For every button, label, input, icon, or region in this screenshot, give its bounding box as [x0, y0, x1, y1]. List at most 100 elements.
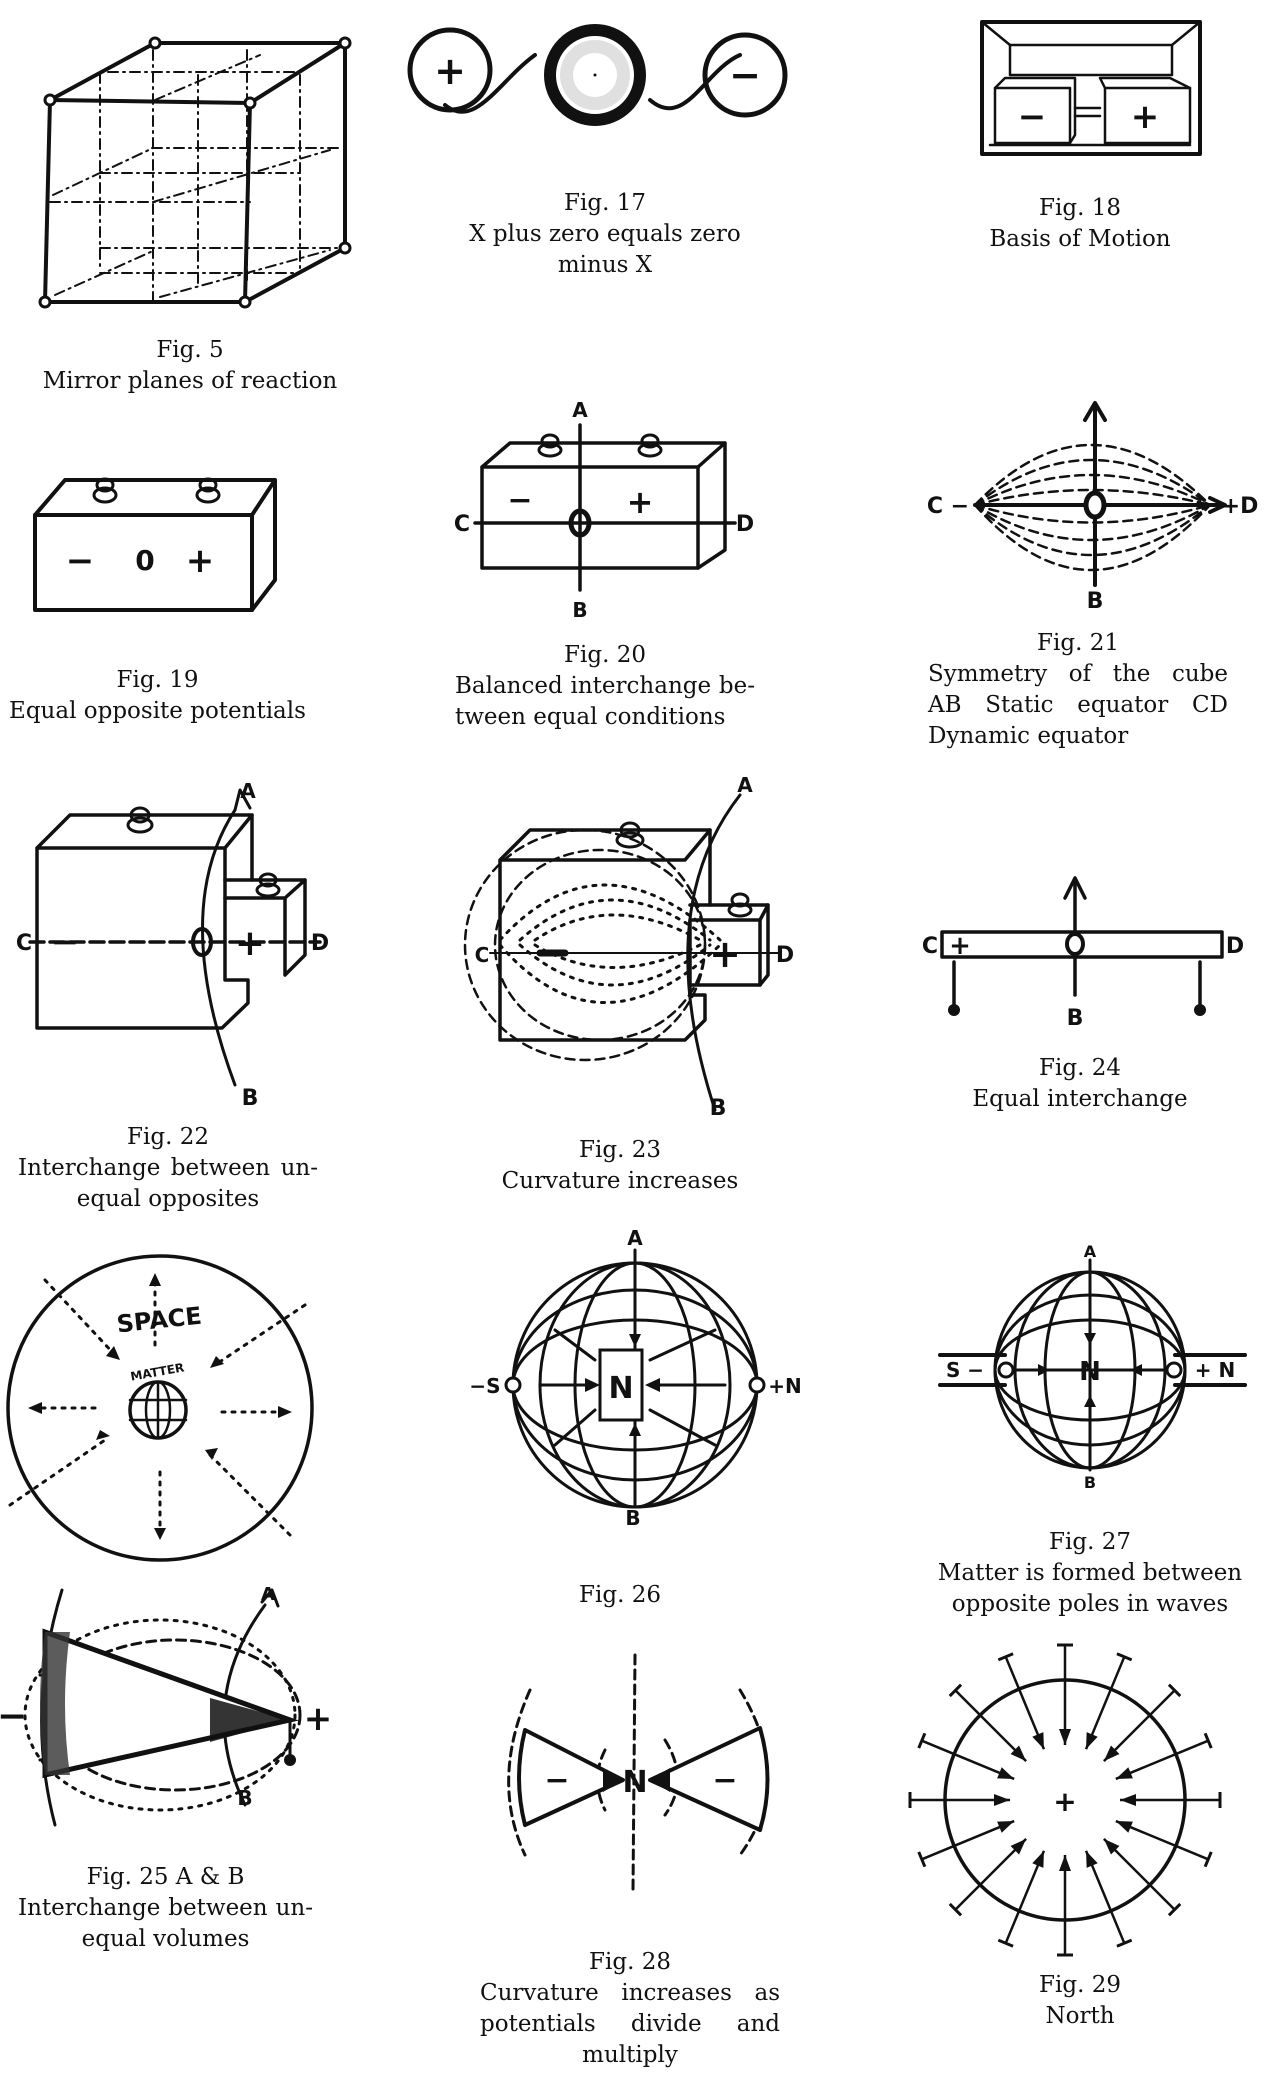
- magnetic-sphere-diagram: N A B −S +N: [469, 1226, 802, 1530]
- figure-20: A B C D − +: [440, 395, 770, 625]
- inward-arrow: [954, 1838, 1027, 1911]
- minus-sign: −: [507, 483, 532, 518]
- arrow-head: [1103, 1745, 1120, 1762]
- basis-of-motion-diagram: − +: [980, 20, 1202, 156]
- axis-label-b: B: [242, 1086, 259, 1111]
- axis-label-a: A: [261, 1584, 275, 1605]
- axis-label-a: A: [627, 1226, 643, 1250]
- north-pole-label: N: [608, 1371, 633, 1406]
- inward-arrow: [1115, 1819, 1209, 1861]
- arrow-tail-bar: [948, 1683, 963, 1698]
- caption-line: AB Static equator CD: [928, 692, 1228, 718]
- axis-label-b: B: [572, 598, 587, 622]
- caption-line: Curvature increases as: [480, 1980, 780, 2006]
- figure-28: N − −: [495, 1650, 785, 1900]
- caption-line: Balanced interchange be-: [455, 673, 755, 699]
- axis-label-d: D: [1226, 934, 1244, 959]
- axis-label-b: B: [1084, 1473, 1096, 1492]
- plus-sign: +: [949, 931, 971, 961]
- axis-label-c: C: [922, 934, 938, 959]
- plus-sign: +: [304, 1699, 333, 1739]
- axis-label-b: B: [1087, 589, 1104, 614]
- figure-number: Fig. 28: [589, 1949, 671, 1975]
- figure-number: Fig. 5: [156, 337, 224, 363]
- unequal-volumes-cone-diagram: A B − +: [0, 1584, 333, 1827]
- caption-line: multiply: [582, 2042, 678, 2068]
- axis-label-a: A: [572, 398, 588, 422]
- axis-label-b: B: [237, 1786, 252, 1810]
- caption-line: Basis of Motion: [989, 226, 1171, 252]
- north-pole-label: N: [622, 1765, 647, 1800]
- matter-formed-sphere-diagram: N A B S − + N: [938, 1242, 1247, 1492]
- caption-line: Mirror planes of reaction: [42, 368, 338, 394]
- figure-number: Fig. 19: [116, 667, 199, 693]
- inward-arrow: [1004, 1656, 1046, 1750]
- south-label: −S: [469, 1374, 500, 1398]
- arrow-head: [1032, 1732, 1044, 1750]
- arrow-tail-bar: [1203, 1732, 1213, 1749]
- caption-line: Curvature increases: [501, 1168, 739, 1194]
- arrow-head: [997, 1767, 1015, 1779]
- arrow-head: [1115, 1821, 1133, 1833]
- symmetry-of-cube-diagram: B C − +D: [927, 401, 1258, 614]
- balanced-interchange-battery: A B C D − +: [454, 398, 754, 622]
- north-radial-arrows-diagram: +: [908, 1643, 1222, 1957]
- arrow-head: [1059, 1855, 1071, 1871]
- south-label: S −: [946, 1358, 984, 1382]
- axis-label-a: A: [240, 779, 256, 803]
- arrow-head: [997, 1821, 1015, 1833]
- arrow-tail-bar: [997, 1938, 1014, 1948]
- north-label: + N: [1195, 1358, 1235, 1382]
- dividing-potentials-diagram: N − −: [507, 1653, 770, 1892]
- figure-number: Fig. 23: [579, 1137, 661, 1163]
- arrow-tail-bar: [1167, 1683, 1182, 1698]
- axis-label-b: B: [1067, 1006, 1084, 1031]
- equal-opposite-potentials-battery: − 0 +: [33, 477, 277, 612]
- figure-number: Fig. 29: [1039, 1972, 1121, 1998]
- caption-line: minus X: [557, 252, 653, 278]
- arrow-head: [1059, 1729, 1071, 1745]
- arrow-tail-bar: [917, 1732, 927, 1749]
- inward-arrow: [1115, 1739, 1209, 1781]
- mirror-planes-cube-diagram: [38, 36, 352, 309]
- minus-sign: −: [1018, 97, 1047, 137]
- caption-line: Matter is formed between: [937, 1560, 1243, 1586]
- axis-label-b: B: [710, 1096, 727, 1121]
- inward-arrow: [1103, 1689, 1176, 1762]
- arrow-head: [1120, 1794, 1136, 1806]
- equal-interchange-bar: B C D +: [922, 876, 1244, 1031]
- arrow-tail-bar: [948, 1902, 963, 1917]
- inward-arrow: [954, 1689, 1027, 1762]
- figure-25a: SPACE MATTER: [0, 1240, 330, 1570]
- plus-sign: +: [235, 923, 265, 964]
- figure-number: Fig. 22: [127, 1124, 209, 1150]
- north-pole-label: N: [1079, 1357, 1101, 1387]
- figure-18-caption: Fig. 18 Basis of Motion: [960, 193, 1200, 255]
- figure-19: − 0 +: [30, 475, 280, 625]
- arrow-head: [1086, 1732, 1098, 1750]
- figure-24: B C D +: [910, 870, 1250, 1031]
- figure-25-caption: Fig. 25 A & B Interchange between un- eq…: [18, 1862, 313, 1955]
- figure-17: + −: [400, 20, 790, 130]
- figure-28-caption: Fig. 28 Curvature increases as potential…: [480, 1947, 780, 2071]
- figure-number: Fig. 21: [1037, 630, 1119, 656]
- matter-label: MATTER: [129, 1360, 185, 1383]
- figure-21-caption: Fig. 21 Symmetry of the cube AB Static e…: [928, 628, 1228, 752]
- axis-label-d: D: [736, 512, 754, 537]
- caption-line: Interchange between un-: [18, 1895, 313, 1921]
- space-matter-diagram: SPACE MATTER: [6, 1254, 314, 1562]
- curvature-increases-diagram: A B C D +: [463, 773, 794, 1121]
- minus-sign-right: −: [712, 1763, 737, 1798]
- caption-line: equal opposites: [76, 1186, 260, 1212]
- figure-23-caption: Fig. 23 Curvature increases: [470, 1135, 770, 1197]
- north-label: +N: [768, 1374, 802, 1398]
- figure-29: +: [908, 1643, 1240, 1965]
- figure-number: Fig. 20: [564, 642, 646, 668]
- arrow-head: [1103, 1838, 1120, 1855]
- caption-line: North: [1045, 2003, 1115, 2029]
- figure-17-caption: Fig. 17 X plus zero equals zero minus X: [440, 188, 770, 281]
- caption-line: equal volumes: [81, 1926, 250, 1952]
- minus-sign: −: [729, 53, 761, 97]
- inward-arrow: [1084, 1850, 1126, 1944]
- figure-5-caption: Fig. 5 Mirror planes of reaction: [20, 335, 360, 397]
